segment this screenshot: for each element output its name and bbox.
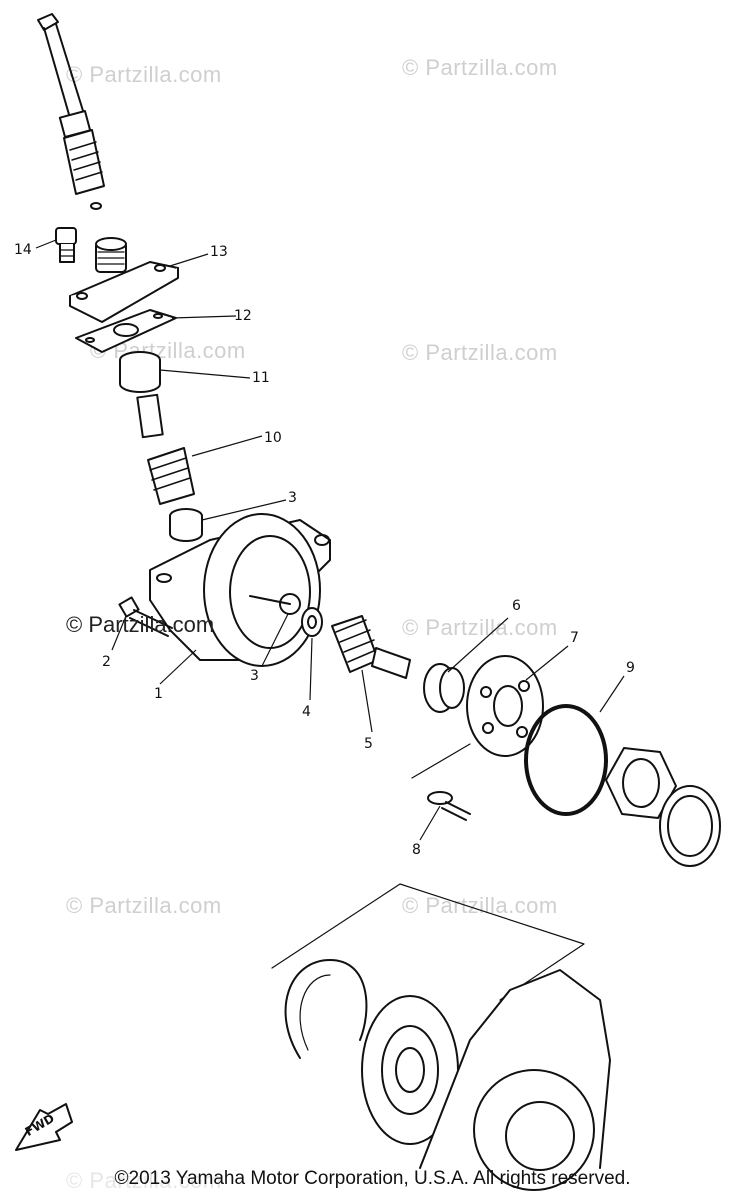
- fwd-arrow-icon: [15, 1103, 73, 1151]
- watermark: © Partzilla.com: [402, 615, 558, 640]
- part-6-collar: [423, 663, 465, 713]
- lock-nut: [605, 747, 677, 819]
- part-5-drive-gear: [331, 615, 411, 679]
- callout-7: 7: [570, 630, 579, 646]
- part-3-upper-bushing: [169, 508, 203, 542]
- watermark: © Partzilla.com: [402, 55, 558, 80]
- callout-11: 11: [252, 370, 270, 386]
- crankcase: [419, 969, 611, 1191]
- callout-6: 6: [512, 598, 521, 614]
- callout-8: 8: [412, 842, 421, 858]
- copyright-notice: ©2013 Yamaha Motor Corporation, U.S.A. A…: [114, 1168, 631, 1189]
- callout-10: 10: [264, 430, 282, 446]
- part-2-bolt: [118, 596, 173, 637]
- part-9-o-ring: [524, 704, 608, 816]
- bearing: [361, 995, 459, 1145]
- part-1-housing: [149, 513, 331, 667]
- part-8-screw: [427, 791, 471, 821]
- part-14-plug: [55, 227, 77, 263]
- callout-5: 5: [364, 736, 373, 752]
- callout-14: 14: [14, 242, 32, 258]
- callout-1: 1: [154, 686, 163, 702]
- cable-shaft: [37, 13, 105, 210]
- watermark: © Partzilla.com: [66, 1168, 222, 1193]
- circlip: [284, 959, 368, 1059]
- part-13-fitting: [69, 237, 179, 323]
- callout-13: 13: [210, 244, 228, 260]
- watermark: © Partzilla.com: [402, 340, 558, 365]
- part-12-gasket: [75, 309, 177, 353]
- part-4-washer: [301, 607, 323, 637]
- part-7-plate: [466, 655, 544, 757]
- callout-12: 12: [234, 308, 252, 324]
- callout-9: 9: [626, 660, 635, 676]
- callout-3-lower: 3: [250, 668, 259, 684]
- callout-2: 2: [102, 654, 111, 670]
- part-11-bushing: [119, 351, 161, 393]
- lock-washer: [659, 785, 721, 867]
- watermark-foreground: © Partzilla.com: [66, 612, 215, 637]
- watermark: © Partzilla.com: [66, 893, 222, 918]
- callout-4: 4: [302, 704, 311, 720]
- callout-3-upper: 3: [288, 490, 297, 506]
- watermark: © Partzilla.com: [66, 62, 222, 87]
- watermark: © Partzilla.com: [402, 893, 558, 918]
- part-10-gear-shaft: [136, 393, 195, 505]
